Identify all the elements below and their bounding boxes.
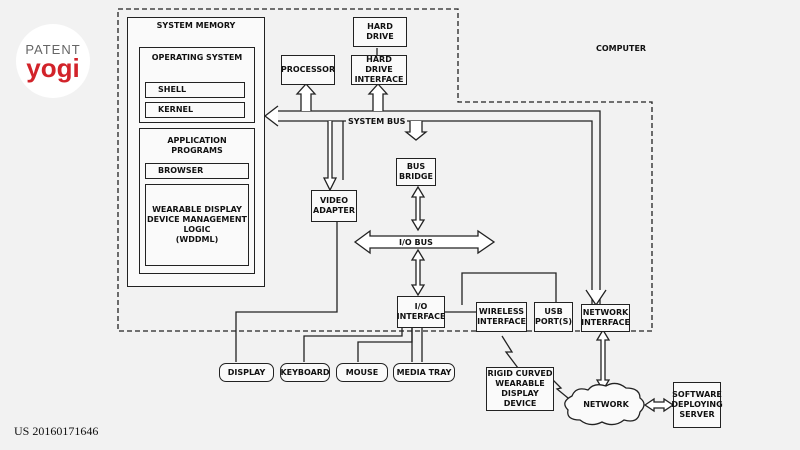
usb-ports-block: USB PORT(S) (534, 302, 573, 332)
patent-yogi-logo: PATENT yogi (16, 24, 90, 98)
processor-block: PROCESSOR (281, 55, 335, 85)
system-bus-arrowhead (265, 106, 278, 126)
hard-drive-interface-block: HARD DRIVE INTERFACE (351, 55, 407, 85)
io-bus-label: I/O BUS (399, 238, 433, 247)
shell-block: SHELL (145, 82, 245, 98)
io-mouse-line (358, 328, 412, 362)
bridge-bus-arrow (406, 121, 426, 140)
iobus-io-arrow (412, 250, 424, 295)
wireless-link-bolt-1 (502, 336, 518, 368)
wddml-block: WEARABLE DISPLAY DEVICE MANAGEMENT LOGIC… (145, 184, 249, 266)
media-tray-block: MEDIA TRAY (393, 363, 455, 382)
network-interface-block: NETWORK INTERFACE (581, 304, 630, 332)
io-interface-block: I/O INTERFACE (397, 296, 445, 328)
application-programs-label: APPLICATION PROGRAMS (139, 136, 255, 156)
network-interface-network-arrow (597, 330, 609, 390)
wireless-link-bolt-2 (553, 380, 568, 398)
mouse-block: MOUSE (336, 363, 388, 382)
video-adapter-block: VIDEO ADAPTER (311, 190, 357, 222)
operating-system-label: OPERATING SYSTEM (139, 53, 255, 63)
bus-bridge-block: BUS BRIDGE (396, 158, 436, 186)
hdd-bus-arrow (369, 84, 387, 111)
rigid-curved-display-block: RIGID CURVED WEARABLE DISPLAY DEVICE (486, 367, 554, 411)
patent-number: US 20160171646 (14, 424, 98, 439)
logo-bottom-text: yogi (26, 56, 79, 80)
network-label: NETWORK (578, 400, 634, 410)
network-server-arrow (645, 399, 673, 411)
hard-drive-block: HARD DRIVE (353, 17, 407, 47)
bridge-iobus-arrow (412, 187, 424, 230)
video-adapter-arrow (324, 121, 336, 190)
software-deploying-server-block: SOFTWARE DEPLOYING SERVER (673, 382, 721, 428)
processor-bus-arrow (297, 84, 315, 111)
io-usb-line (462, 273, 556, 305)
computer-label: COMPUTER (596, 44, 646, 53)
system-bus-label: SYSTEM BUS (346, 117, 407, 126)
io-keyboard-line (304, 328, 402, 362)
display-block: DISPLAY (219, 363, 274, 382)
keyboard-block: KEYBOARD (280, 363, 330, 382)
wireless-interface-block: WIRELESS INTERFACE (476, 302, 527, 332)
kernel-block: KERNEL (145, 102, 245, 118)
browser-block: BROWSER (145, 163, 249, 179)
network-interface-arrowhead (586, 290, 606, 305)
system-memory-label: SYSTEM MEMORY (127, 21, 265, 31)
